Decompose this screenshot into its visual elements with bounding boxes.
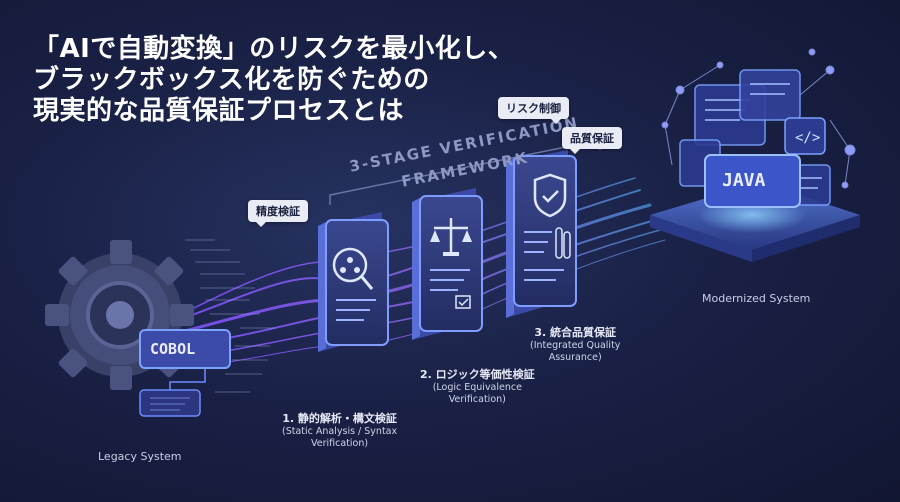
headline: 「AIで自動変換」のリスクを最小化し、 ブラックボックス化を防ぐための 現実的な… — [33, 34, 514, 127]
stage-panel-2 — [412, 188, 483, 340]
java-label: JAVA — [722, 170, 766, 191]
stage-label-1: 1. 静的解析・構文検証 (Static Analysis / Syntax V… — [282, 410, 397, 450]
svg-text:</>: </> — [795, 130, 820, 146]
stage-3-jp: 3. 統合品質保証 — [534, 326, 617, 339]
stage-2-jp: 2. ロジック等価性検証 — [420, 368, 535, 381]
headline-line-3: 現実的な品質保証プロセスとは — [33, 96, 405, 126]
stage-label-3: 3. 統合品質保証 (Integrated Quality Assurance) — [530, 324, 620, 364]
legacy-gear-icon — [45, 240, 194, 390]
stage-1-en-1: (Static Analysis / Syntax — [282, 426, 398, 437]
stage-panel-1 — [318, 212, 389, 352]
legacy-system-label: Legacy System — [98, 450, 182, 463]
stage-label-2: 2. ロジック等価性検証 (Logic Equivalence Verifica… — [420, 366, 535, 406]
stage-3-en-2: Assurance) — [548, 352, 602, 363]
cobol-code-block — [139, 329, 231, 417]
stage-2-en-1: (Logic Equivalence — [432, 382, 522, 393]
stage-3-en-1: (Integrated Quality — [530, 340, 621, 351]
stage-2-en-2: Verification) — [448, 394, 506, 405]
headline-line-1: 「AIで自動変換」のリスクを最小化し、 — [33, 34, 515, 64]
network-nodes — [661, 48, 856, 189]
stage-1-jp: 1. 静的解析・構文検証 — [282, 412, 397, 425]
stage-panel-3 — [506, 150, 577, 318]
stage-1-en-2: Verification) — [311, 438, 369, 449]
tag-accuracy: 精度検証 — [248, 200, 308, 227]
tag-quality: 品質保証 — [562, 127, 622, 154]
modernized-system-label: Modernized System — [702, 292, 811, 305]
cobol-label: COBOL — [150, 340, 196, 358]
code-fragments — [185, 239, 275, 393]
modern-code-windows: </> — [679, 69, 831, 208]
tag-risk: リスク制御 — [498, 97, 569, 124]
headline-line-2: ブラックボックス化を防ぐための — [33, 65, 430, 95]
